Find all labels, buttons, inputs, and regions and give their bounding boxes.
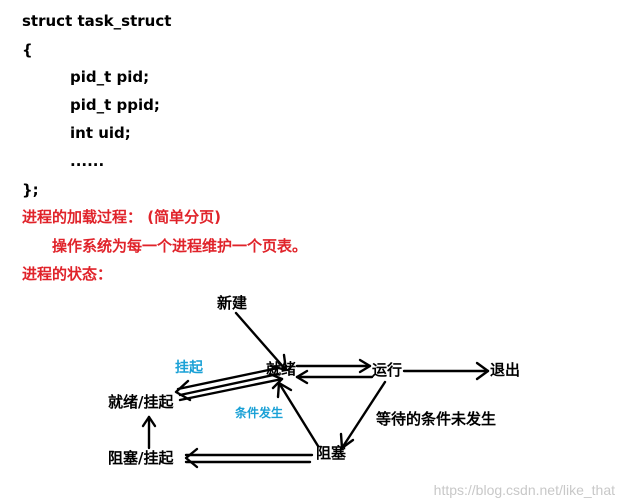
arrow-running-to-blocked xyxy=(339,380,387,450)
loading-body: 操作系统为每一个进程维护一个页表。 xyxy=(52,237,308,255)
arrow-ready-to-ready-suspended xyxy=(174,366,280,402)
code-line-uid: int uid; xyxy=(70,124,131,142)
arrow-ready-suspended-to-ready xyxy=(178,372,284,402)
arrow-blocked-to-ready xyxy=(276,381,320,448)
arrow-ready-to-running xyxy=(295,358,372,374)
node-blocked-suspended: 阻塞/挂起 xyxy=(108,449,174,467)
code-line-pid: pid_t pid; xyxy=(70,68,150,86)
label-suspend: 挂起 xyxy=(175,360,203,376)
code-line-ppid: pid_t ppid; xyxy=(70,96,160,114)
code-line-struct: struct task_struct xyxy=(22,12,172,30)
states-title: 进程的状态： xyxy=(22,265,113,283)
arrow-blocked-suspended-to-ready-suspended xyxy=(141,415,157,450)
code-line-close-brace: }; xyxy=(22,181,39,199)
label-waiting-condition: 等待的条件未发生 xyxy=(376,410,497,428)
node-running: 运行 xyxy=(372,361,403,379)
code-line-open-brace: { xyxy=(22,41,33,59)
node-new: 新建 xyxy=(217,294,248,312)
node-ready-suspended: 就绪/挂起 xyxy=(108,393,174,411)
node-exit: 退出 xyxy=(490,361,521,379)
node-ready: 就绪 xyxy=(266,360,297,378)
watermark: https://blog.csdn.net/like_that xyxy=(433,482,615,498)
loading-title: 进程的加载过程： (简单分页) xyxy=(22,208,221,226)
arrow-running-to-ready xyxy=(295,369,374,385)
code-line-ellipsis: ...... xyxy=(70,152,105,170)
label-condition-met: 条件发生 xyxy=(235,406,284,420)
arrow-running-to-exit xyxy=(402,361,490,381)
arrow-blocked-to-blocked-suspended xyxy=(184,447,314,469)
node-blocked: 阻塞 xyxy=(316,444,347,462)
